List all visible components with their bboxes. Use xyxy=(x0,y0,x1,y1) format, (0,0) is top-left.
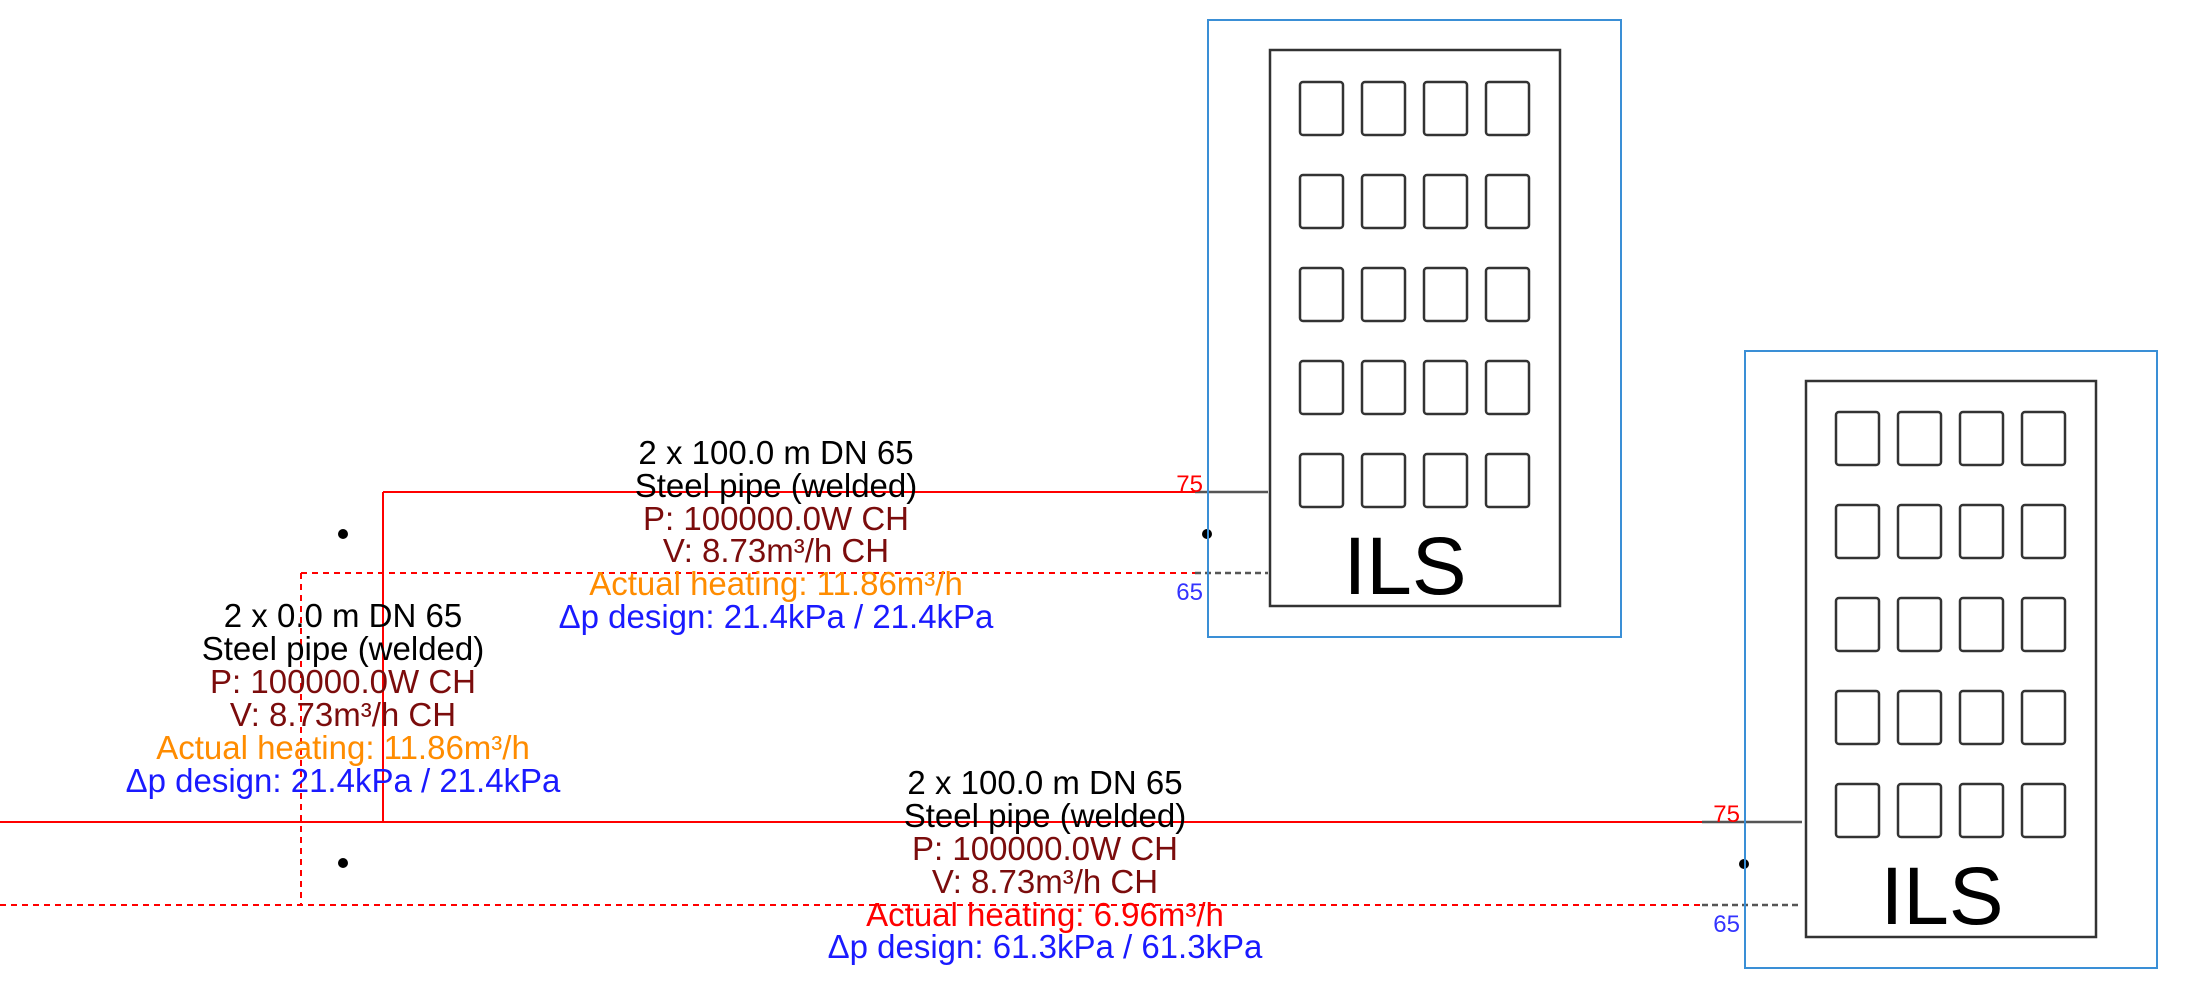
window-icon xyxy=(1896,782,1943,839)
window-icon xyxy=(1484,173,1531,230)
window-icon xyxy=(1834,596,1881,653)
window-icon xyxy=(2020,782,2067,839)
building-selection-frame xyxy=(1744,350,2158,969)
return-temperature-label: 65 xyxy=(1176,579,1203,606)
pipe-actual-heating: Actual heating: 6.96m³/h xyxy=(866,896,1224,933)
window-icon xyxy=(1360,173,1407,230)
window-icon xyxy=(1422,452,1469,509)
window-icon xyxy=(1834,782,1881,839)
pipe-flow: V: 8.73m³/h CH xyxy=(932,863,1158,900)
pipe-material: Steel pipe (welded) xyxy=(635,467,918,504)
window-icon xyxy=(1298,359,1345,416)
window-icon xyxy=(1422,266,1469,323)
window-icon xyxy=(1298,173,1345,230)
window-icon xyxy=(1298,80,1345,137)
window-icon xyxy=(1958,596,2005,653)
node-dot[interactable] xyxy=(338,529,348,539)
window-icon xyxy=(1834,689,1881,746)
window-icon xyxy=(1360,452,1407,509)
window-icon xyxy=(2020,503,2067,560)
pipe-material: Steel pipe (welded) xyxy=(202,630,485,667)
window-icon xyxy=(1834,503,1881,560)
window-icon xyxy=(1422,359,1469,416)
window-icon xyxy=(1958,503,2005,560)
return-temperature-label: 65 xyxy=(1713,911,1740,938)
window-icon xyxy=(1422,173,1469,230)
supply-temperature-label: 75 xyxy=(1713,801,1740,828)
window-icon xyxy=(1484,266,1531,323)
window-icon xyxy=(1896,596,1943,653)
window-icon xyxy=(1958,689,2005,746)
building-selection-frame xyxy=(1207,19,1622,638)
window-icon xyxy=(1360,80,1407,137)
pipe-actual-heating: Actual heating: 11.86m³/h xyxy=(589,565,963,602)
building-1[interactable]: ILS 75 65 xyxy=(1176,19,1622,638)
window-icon xyxy=(1896,689,1943,746)
window-icon xyxy=(1834,410,1881,467)
pipe-pressure: Δp design: 21.4kPa / 21.4kPa xyxy=(126,762,561,799)
window-icon xyxy=(2020,689,2067,746)
pipe-label-connector[interactable]: 2 x 0.0 m DN 65 Steel pipe (welded) P: 1… xyxy=(126,597,561,799)
supply-temperature-label: 75 xyxy=(1176,471,1203,498)
building-icon: ILS xyxy=(1268,48,1562,612)
pipe-flow: V: 8.73m³/h CH xyxy=(663,532,889,569)
building-name: ILS xyxy=(1343,521,1466,612)
window-icon xyxy=(1360,359,1407,416)
building-icon: ILS xyxy=(1804,379,2098,942)
pipe-power: P: 100000.0W CH xyxy=(912,830,1178,867)
window-icon xyxy=(2020,410,2067,467)
window-icon xyxy=(1958,782,2005,839)
pipe-pressure: Δp design: 61.3kPa / 61.3kPa xyxy=(828,928,1263,965)
pipe-power: P: 100000.0W CH xyxy=(643,500,909,537)
window-icon xyxy=(1360,266,1407,323)
window-icon xyxy=(1958,410,2005,467)
pipe-network xyxy=(0,490,1802,907)
window-icon xyxy=(1484,452,1531,509)
pipe-label-branch[interactable]: 2 x 100.0 m DN 65 Steel pipe (welded) P:… xyxy=(559,434,994,635)
node-dot[interactable] xyxy=(338,858,348,868)
pipe-actual-heating: Actual heating: 11.86m³/h xyxy=(156,729,530,766)
building-2[interactable]: ILS 75 65 xyxy=(1713,350,2158,969)
pipe-power: P: 100000.0W CH xyxy=(210,663,476,700)
window-icon xyxy=(1422,80,1469,137)
pipe-title: 2 x 100.0 m DN 65 xyxy=(638,434,913,471)
window-icon xyxy=(2020,596,2067,653)
window-icon xyxy=(1896,503,1943,560)
pipe-title: 2 x 0.0 m DN 65 xyxy=(224,597,462,634)
window-icon xyxy=(1484,80,1531,137)
pipe-pressure: Δp design: 21.4kPa / 21.4kPa xyxy=(559,598,994,635)
window-icon xyxy=(1896,410,1943,467)
pipe-flow: V: 8.73m³/h CH xyxy=(230,696,456,733)
pipe-label-main[interactable]: 2 x 100.0 m DN 65 Steel pipe (welded) P:… xyxy=(828,764,1263,965)
window-icon xyxy=(1298,266,1345,323)
window-icon xyxy=(1484,359,1531,416)
building-name: ILS xyxy=(1880,851,2003,942)
window-icon xyxy=(1298,452,1345,509)
pipe-material: Steel pipe (welded) xyxy=(904,797,1187,834)
pipe-title: 2 x 100.0 m DN 65 xyxy=(907,764,1182,801)
